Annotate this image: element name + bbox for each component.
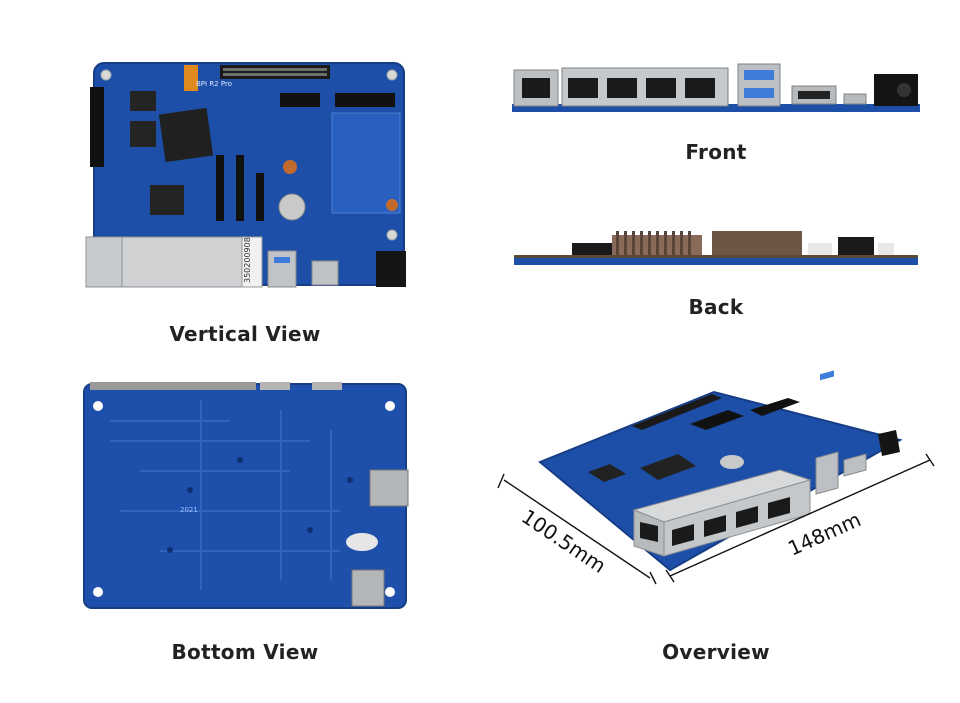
overview-label: Overview bbox=[662, 640, 770, 664]
vertical-view-panel: 350200908 BPI R2 Pro bbox=[80, 55, 420, 295]
board-top-image: 350200908 BPI R2 Pro bbox=[85, 62, 406, 288]
back-view-label: Back bbox=[688, 295, 744, 319]
board-back-image bbox=[514, 231, 918, 265]
front-view-panel bbox=[512, 60, 922, 115]
board-silkscreen: BPI R2 Pro bbox=[196, 80, 232, 88]
board-bottom-image: 2021 bbox=[83, 382, 409, 609]
vertical-view-label: Vertical View bbox=[169, 322, 321, 346]
serial-label: 350200908 bbox=[243, 237, 252, 283]
width-dimension-label: 100.5mm bbox=[517, 504, 610, 578]
front-view-label: Front bbox=[685, 140, 747, 164]
board-front-image bbox=[512, 63, 920, 112]
bottom-marking: 2021 bbox=[180, 506, 198, 514]
back-view-panel bbox=[512, 225, 922, 270]
bottom-view-label: Bottom View bbox=[171, 640, 319, 664]
overview-panel: 100.5mm 148mm bbox=[497, 370, 940, 590]
bottom-view-panel: 2021 bbox=[80, 380, 415, 612]
board-overview-image: 100.5mm 148mm bbox=[497, 370, 935, 585]
